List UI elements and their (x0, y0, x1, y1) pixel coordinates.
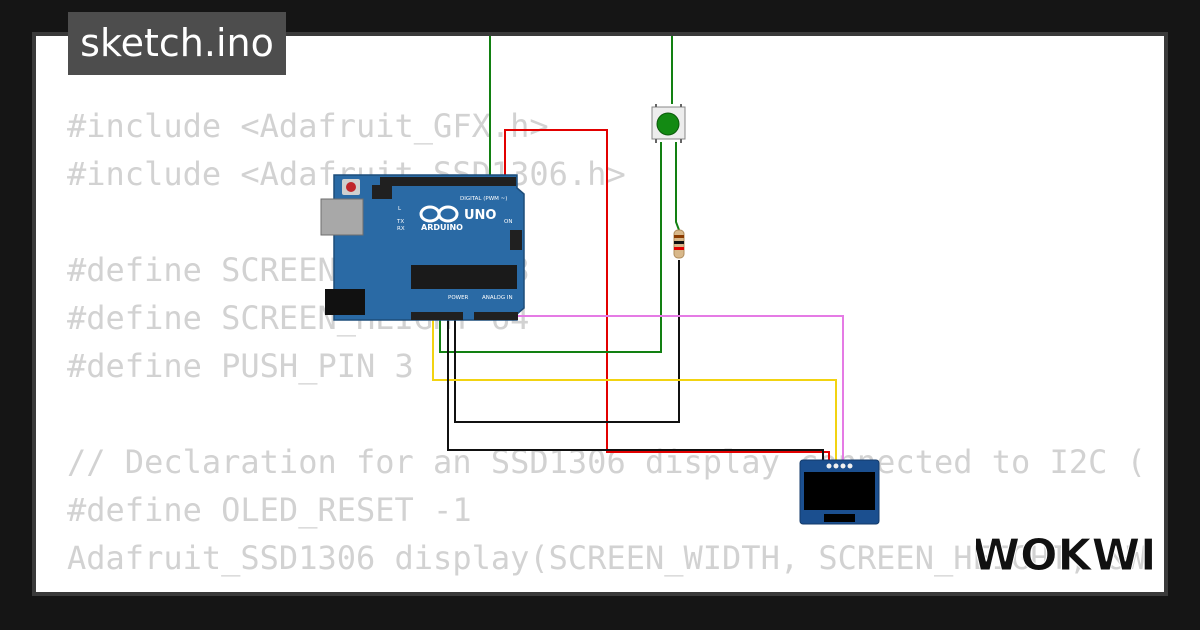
oled-flex (824, 514, 855, 522)
code-line-6: #define PUSH_PIN 3 (67, 347, 414, 385)
file-tab-label: sketch.ino (80, 21, 274, 65)
code-line-1: #include <Adafruit_GFX.h> (67, 107, 549, 145)
wire-black-gnd[interactable] (447, 318, 824, 464)
wire-violet-sda[interactable] (510, 315, 844, 464)
oled-display[interactable] (799, 459, 880, 525)
l-label: L (398, 206, 402, 212)
tx-label: TX (396, 219, 404, 225)
arduino-logo (419, 205, 459, 223)
power-header (411, 312, 463, 320)
on-label: ON (504, 219, 512, 225)
rx-label: RX (397, 226, 405, 232)
digital-label: DIGITAL (PWM ~) (460, 196, 507, 202)
wire-green-button[interactable] (439, 142, 662, 353)
push-button-cap[interactable] (656, 112, 680, 136)
board-model: UNO (464, 208, 497, 223)
wire-black-resistor[interactable] (454, 260, 680, 423)
code-line-2: #include <Adafruit_SSD1306.h> (67, 155, 626, 193)
power-jack (325, 289, 365, 315)
digital-header (380, 177, 516, 186)
code-line-8: // Declaration for an SSD1306 display co… (67, 443, 1146, 481)
oled-screen (804, 472, 875, 510)
analog-label: ANALOG IN (482, 295, 513, 301)
wokwi-logo-text: WOKWI (976, 530, 1152, 580)
code-line-11: int counter = 0; (67, 582, 1146, 592)
icsp-header-right (510, 230, 522, 250)
code-line-10: Adafruit_SSD1306 display(SCREEN_WIDTH, S… (67, 539, 1146, 577)
wires (432, 36, 844, 464)
power-label: POWER (448, 295, 469, 301)
arduino-uno[interactable]: UNO ARDUINO DIGITAL (PWM ~) POWER ANALOG… (320, 174, 525, 321)
code-line-9: #define OLED_RESET -1 (67, 491, 472, 529)
wire-yellow-scl[interactable] (432, 318, 837, 464)
analog-header (474, 312, 518, 320)
push-button[interactable] (651, 104, 686, 143)
reset-button-cap[interactable] (346, 182, 356, 192)
board-brand: ARDUINO (421, 223, 463, 232)
icsp-header (372, 185, 392, 199)
wokwi-logo: WOKWI (976, 530, 1152, 581)
wire-green-resistor[interactable] (675, 142, 680, 231)
atmega-chip (411, 265, 517, 289)
wire-red-5v[interactable] (504, 129, 830, 464)
file-tab[interactable]: sketch.ino (68, 12, 286, 75)
usb-port (320, 198, 364, 236)
resistor[interactable] (673, 229, 685, 259)
